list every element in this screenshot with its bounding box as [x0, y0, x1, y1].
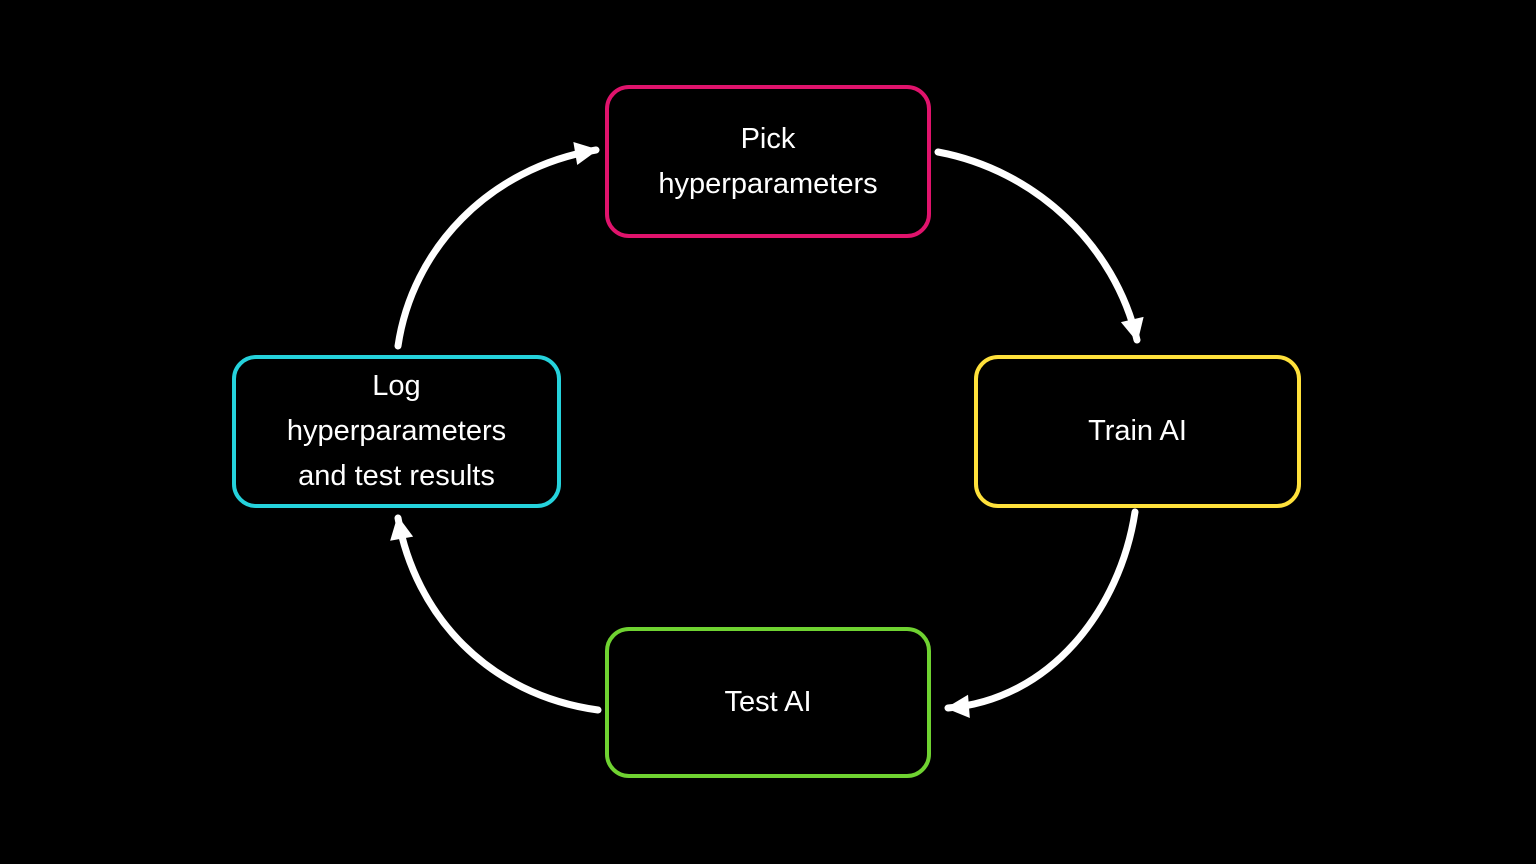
node-label-line: Pick — [740, 122, 796, 155]
arrow-test-to-log — [390, 514, 602, 714]
arrow-pick-to-train — [934, 148, 1144, 344]
node-test-ai: Test AI — [605, 627, 931, 778]
node-log-hyperparameters-and-test-results: Log hyperparameters and test results — [232, 355, 561, 508]
node-label-line: and test results — [298, 460, 495, 492]
node-label-line: Test AI — [724, 686, 812, 718]
node-label-line: Log — [372, 370, 421, 402]
arrow-log-to-pick — [394, 141, 600, 350]
node-label-line: hyperparameters — [658, 167, 878, 200]
node-label-line: hyperparameters — [286, 415, 507, 447]
node-label-line: Train AI — [1088, 415, 1187, 447]
node-pick-hyperparameters: Pick hyperparameters — [605, 85, 931, 238]
arrow-train-to-test — [944, 508, 1139, 718]
node-train-ai: Train AI — [974, 355, 1301, 508]
